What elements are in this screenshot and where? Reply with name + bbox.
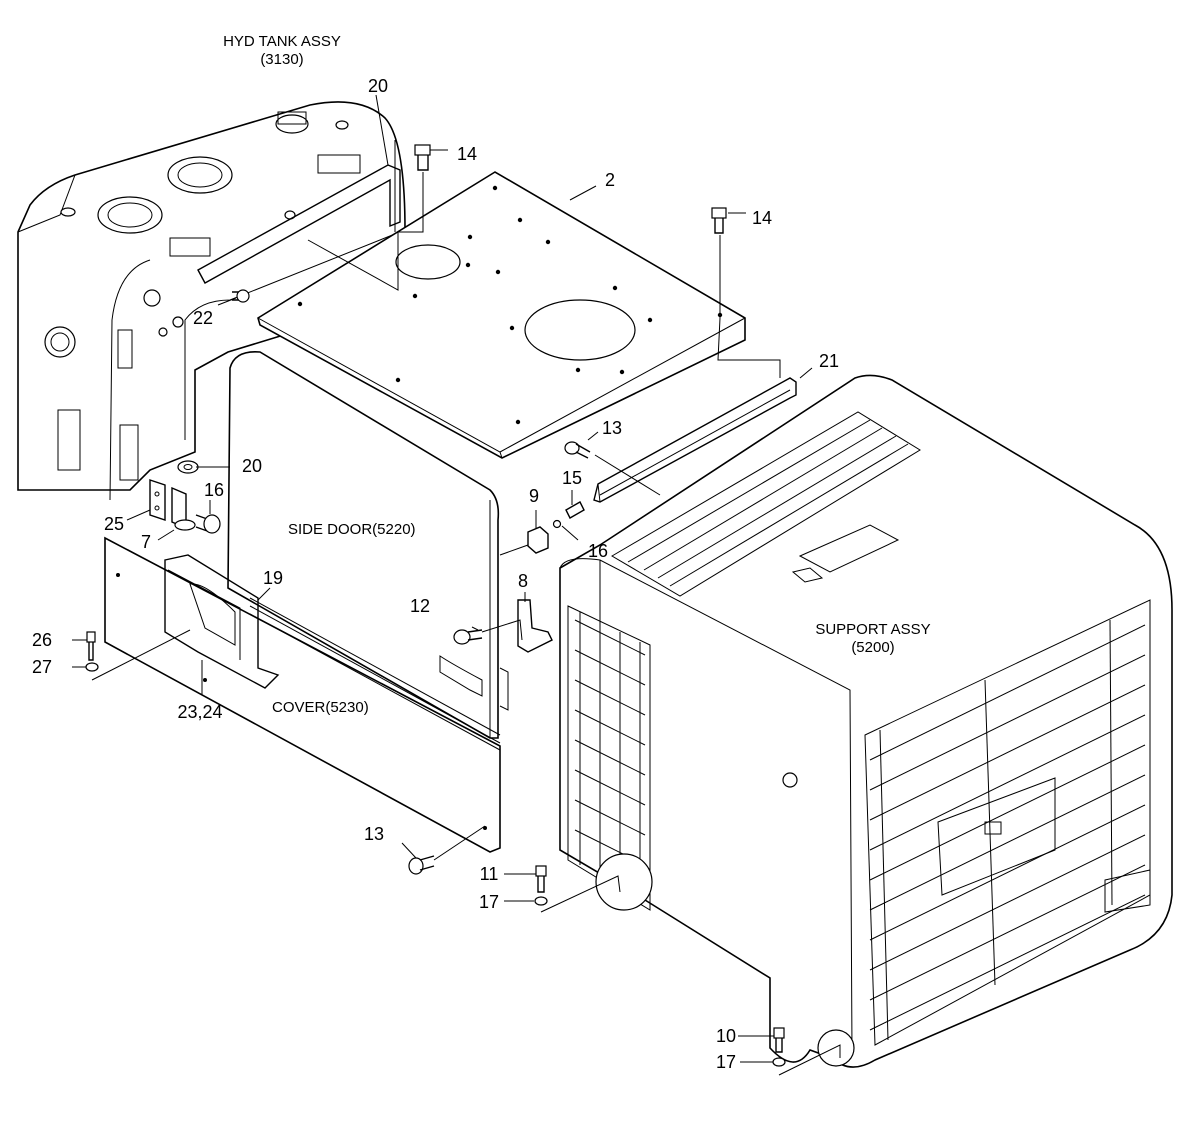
front-grille-bars: [869, 619, 1146, 1041]
part-26-bolt: [86, 631, 96, 661]
top-plate: [257, 171, 746, 459]
callout-21: 21: [819, 351, 839, 371]
part-16-bolt-left: [195, 514, 221, 534]
callout-26: 26: [32, 630, 52, 650]
hyd-tank-code: (3130): [260, 51, 303, 68]
callout-11: 11: [480, 864, 499, 884]
part-17-washer-bottom: [772, 1057, 786, 1067]
support-assy-title: SUPPORT ASSY: [815, 621, 930, 638]
callout-15: 15: [562, 468, 582, 488]
assembly-labels: HYD TANK ASSY (3130) SIDE DOOR(5220) COV…: [223, 33, 931, 716]
tank-bracket-20: [197, 164, 401, 284]
callout-22: 22: [193, 308, 213, 328]
side-door: [227, 351, 509, 739]
callout-19: 19: [263, 568, 283, 588]
callout-7: 7: [141, 532, 151, 552]
hyd-tank-title: HYD TANK ASSY: [223, 33, 341, 50]
cover: [104, 536, 501, 853]
part-13-bolt-top: [564, 441, 591, 459]
part-callouts: 20 14 2 14 22 21 13 20 16 25 7 9 15 16 1…: [32, 76, 839, 1072]
part-25-hinge: [149, 479, 166, 521]
cover-bracket: [164, 554, 280, 689]
part-8-bracket: [517, 599, 553, 653]
part-17-washer-mid: [534, 896, 548, 906]
callout-9: 9: [529, 486, 539, 506]
part-14-bolt-left: [414, 144, 431, 171]
leader-lines: [72, 94, 841, 1076]
callout-20-mid: 20: [242, 456, 262, 476]
callout-13-bottom: 13: [364, 824, 384, 844]
callout-17-mid: 17: [479, 892, 499, 912]
part-20-washer: [177, 460, 199, 474]
cover-label: COVER(5230): [272, 699, 369, 716]
callout-13-top: 13: [602, 418, 622, 438]
callout-20-top: 20: [368, 76, 388, 96]
callout-16-left: 16: [204, 480, 224, 500]
callout-8: 8: [518, 571, 528, 591]
part-12-bolt: [453, 629, 483, 645]
side-grille-mesh: [574, 612, 646, 902]
callout-12: 12: [410, 596, 430, 616]
part-9-clip: [527, 526, 549, 554]
callout-16-right: 16: [588, 541, 608, 561]
part-27-washer: [85, 662, 99, 672]
part-22-bolt: [232, 289, 250, 303]
part-15-bolt: [565, 501, 585, 519]
callout-2: 2: [605, 170, 615, 190]
support-assy-code: (5200): [851, 639, 894, 656]
part-13-bolt-bottom: [408, 855, 435, 875]
callout-10: 10: [716, 1026, 736, 1046]
part-16-washer-right: [552, 519, 562, 529]
part-11-bolt: [535, 865, 547, 893]
callout-27: 27: [32, 657, 52, 677]
callout-23-24: 23,24: [177, 702, 222, 722]
callout-25: 25: [104, 514, 124, 534]
part-7-hinge: [171, 486, 196, 531]
side-door-label: SIDE DOOR(5220): [288, 521, 416, 538]
part-10-bolt: [773, 1027, 785, 1053]
callout-14-right: 14: [752, 208, 772, 228]
callout-14-left: 14: [457, 144, 477, 164]
support-assembly: [559, 374, 1173, 1068]
part-14-bolt-right: [711, 207, 727, 234]
callout-17-bottom: 17: [716, 1052, 736, 1072]
